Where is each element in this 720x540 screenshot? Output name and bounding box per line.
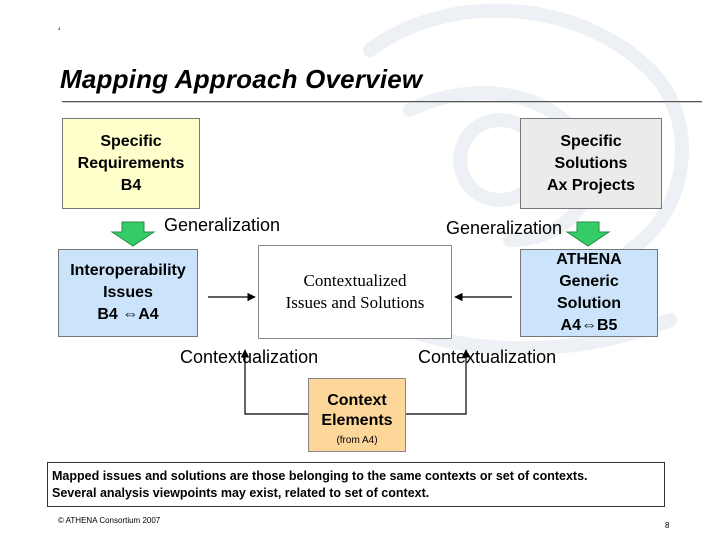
- copyright-footer: © ATHENA Consortium 2007: [58, 516, 161, 525]
- context-elements-box: Context Elements (from A4): [308, 378, 406, 452]
- context-elements-source: (from A4): [336, 435, 378, 446]
- contextualization-label-right: Contextualization: [418, 347, 557, 367]
- note-line-2: Several analysis viewpoints may exist, r…: [52, 486, 430, 500]
- specific-solutions-box: Specific Solutions Ax Projects: [520, 118, 662, 209]
- generalization-label-right: Generalization: [446, 218, 563, 238]
- interoperability-issues-box: Interoperability Issues B4 ⇔A4: [58, 249, 198, 337]
- slide-title: Mapping Approach Overview: [60, 64, 423, 94]
- contextualization-label-left: Contextualization: [180, 347, 319, 367]
- specific-solutions-label: Specific Solutions Ax Projects: [546, 132, 636, 194]
- specific-requirements-label: Specific Requirements B4: [77, 132, 185, 194]
- generalization-arrow-left: [110, 221, 156, 247]
- interoperability-issues-label: Interoperability Issues B4 ⇔A4: [70, 262, 186, 323]
- athena-solution-box: ATHENA Generic Solution A4⇔B5: [520, 249, 658, 337]
- explanation-note: Mapped issues and solutions are those be…: [47, 462, 665, 507]
- contextualized-issues-label: Contextualized Issues and Solutions: [285, 271, 425, 312]
- context-elements-label: Context Elements: [321, 392, 393, 429]
- contextualized-issues-box: Contextualized Issues and Solutions: [258, 245, 452, 339]
- generalization-label-left: Generalization: [164, 215, 281, 235]
- page-number: 8: [665, 521, 670, 530]
- corner-mark: ‘: [58, 26, 61, 38]
- specific-requirements-box: Specific Requirements B4: [62, 118, 200, 209]
- title-underline: [62, 101, 702, 102]
- note-line-1: Mapped issues and solutions are those be…: [52, 469, 588, 483]
- athena-solution-label: ATHENA Generic Solution A4⇔B5: [556, 251, 622, 334]
